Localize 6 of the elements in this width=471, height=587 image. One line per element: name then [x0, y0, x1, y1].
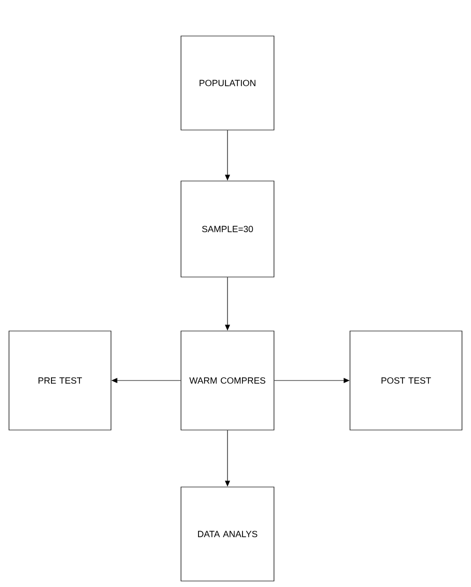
process-box: POPULATION — [180, 36, 274, 130]
process-box: WARM COMPRES — [180, 330, 274, 430]
process-box: DATA ANALYS — [180, 486, 274, 582]
process-box: SAMPLE=30 — [180, 180, 274, 278]
process-box: PRE TEST — [8, 330, 112, 430]
process-box: POST TEST — [350, 330, 462, 430]
